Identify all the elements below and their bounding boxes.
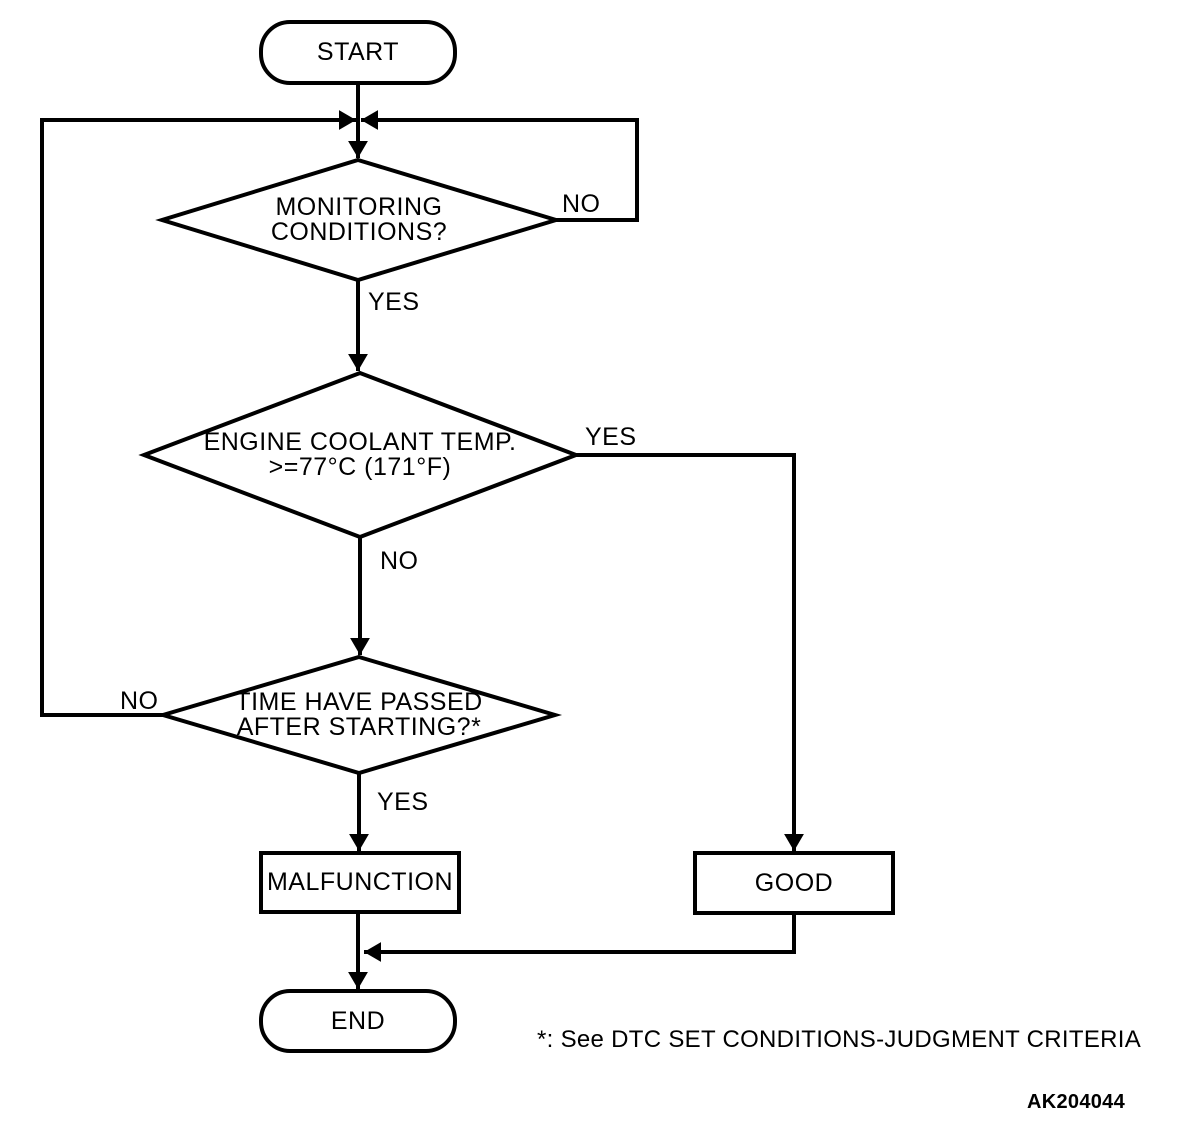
- decision-time-line2: AFTER STARTING?*: [236, 713, 482, 741]
- decision-monitoring-line2: CONDITIONS?: [270, 218, 448, 246]
- decision-time-label: TIME HAVE PASSED AFTER STARTING?*: [163, 657, 555, 773]
- decision-monitoring-label: MONITORING CONDITIONS?: [162, 160, 556, 280]
- edge-coolant-yes-to-good: [576, 453, 804, 851]
- decision-coolant-line2: >=77°C (171°F): [268, 453, 452, 481]
- decision-monitoring-shape: [155, 157, 563, 283]
- process-malfunction-shape: [259, 851, 461, 914]
- edge-label-monitoring-no: NO: [562, 190, 601, 218]
- edge-label-time-no: NO: [120, 687, 159, 715]
- edge-label-coolant-no: NO: [380, 547, 419, 575]
- process-good-label: GOOD: [754, 868, 834, 897]
- terminator-end-label: END: [330, 1006, 386, 1035]
- figure-code: AK204044: [1027, 1091, 1126, 1113]
- decision-monitoring-line1: MONITORING: [275, 193, 443, 221]
- process-good-shape: [693, 851, 895, 915]
- process-malfunction-label: MALFUNCTION: [266, 868, 454, 896]
- footnote: *: See DTC SET CONDITIONS-JUDGMENT CRITE…: [537, 1026, 1142, 1053]
- edge-label-time-yes: YES: [377, 788, 429, 816]
- decision-time-line1: TIME HAVE PASSED: [235, 688, 483, 716]
- edge-label-coolant-yes: YES: [585, 423, 637, 451]
- decision-coolant-line1: ENGINE COOLANT TEMP.: [203, 428, 517, 456]
- decision-coolant-label: ENGINE COOLANT TEMP. >=77°C (171°F): [144, 373, 576, 537]
- edge-monitoring-no-loop: [361, 110, 639, 222]
- decision-time-shape: [155, 654, 563, 776]
- decision-coolant-shape: [138, 370, 582, 540]
- terminator-start-shape: [259, 20, 457, 85]
- terminator-end-shape: [259, 989, 457, 1053]
- edge-time-no-loop: [40, 110, 356, 717]
- terminator-start-label: START: [316, 38, 400, 66]
- edge-label-monitoring-yes: YES: [368, 288, 420, 316]
- edge-good-merge: [364, 913, 796, 962]
